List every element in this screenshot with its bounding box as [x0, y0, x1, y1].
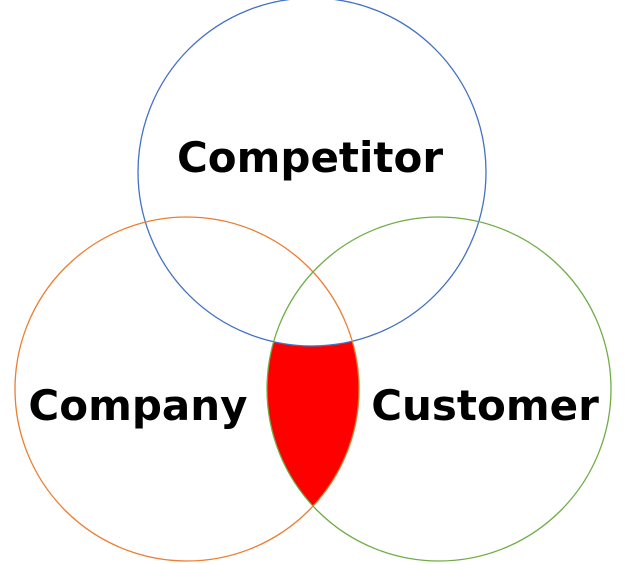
company-circle — [14, 216, 360, 562]
competitor-label: Competitor — [177, 133, 443, 182]
customer-circle — [266, 216, 612, 562]
competitor-circle — [137, 0, 487, 347]
customer-label: Customer — [371, 381, 599, 430]
company-label: Company — [28, 381, 247, 430]
